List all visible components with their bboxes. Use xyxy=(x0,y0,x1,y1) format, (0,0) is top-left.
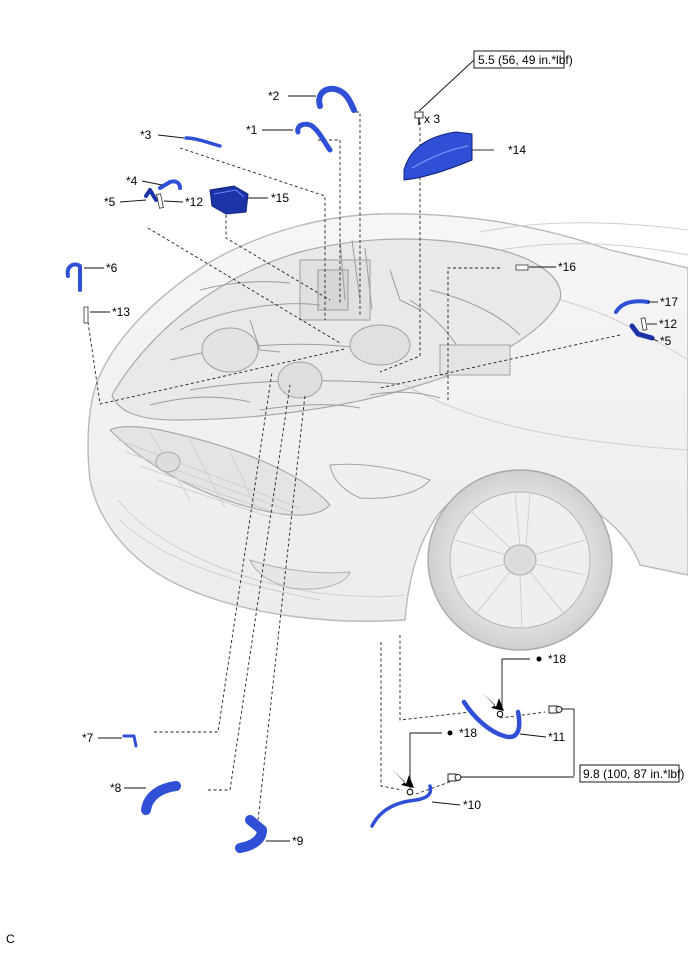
clip-5-left xyxy=(144,188,158,202)
parts xyxy=(65,85,655,853)
label-16: *16 xyxy=(558,260,576,274)
clip-5-right xyxy=(629,323,655,341)
label-9: *9 xyxy=(292,834,304,848)
arrow-lower xyxy=(393,770,414,788)
hose-9 xyxy=(235,815,267,853)
pin-13 xyxy=(83,306,89,324)
pin-12-left xyxy=(156,193,164,209)
hose-7 xyxy=(122,734,138,748)
label-17: *17 xyxy=(660,295,678,309)
torque-spec-bottom: 9.8 (100, 87 in.*lbf) xyxy=(579,764,684,783)
pin-12-right xyxy=(640,317,648,331)
emblem xyxy=(155,451,181,473)
label-12-right: *12 xyxy=(659,317,677,331)
torque-bottom-text: 9.8 (100, 87 in.*lbf) xyxy=(583,767,684,781)
label-3: *3 xyxy=(140,128,152,142)
union-bolt-upper xyxy=(548,705,563,714)
bolt-x3 xyxy=(414,111,424,125)
label-13: *13 xyxy=(112,305,130,319)
cover-14 xyxy=(403,131,473,181)
engine-components xyxy=(149,239,521,411)
label-7: *7 xyxy=(82,731,94,745)
gasket-upper xyxy=(496,710,504,718)
hose-4 xyxy=(158,179,182,190)
front-wheel xyxy=(427,469,613,651)
module-15 xyxy=(209,185,249,215)
label-4: *4 xyxy=(126,174,138,188)
bullet-18-upper xyxy=(536,656,542,662)
torque-top-text: 5.5 (56, 49 in.*lbf) xyxy=(478,53,573,67)
vehicle-illustration xyxy=(87,213,688,651)
label-14: *14 xyxy=(508,143,526,157)
corner-mark: C xyxy=(6,932,15,946)
label-10: *10 xyxy=(463,798,481,812)
dashed-leaders xyxy=(87,111,621,821)
union-bolt-lower xyxy=(447,773,462,782)
hose-6 xyxy=(65,262,82,292)
headlight xyxy=(329,463,431,499)
hose-3 xyxy=(184,136,222,148)
label-11: *11 xyxy=(548,730,565,744)
label-5-left: *5 xyxy=(104,195,116,209)
torque-spec-top: 5.5 (56, 49 in.*lbf) xyxy=(473,50,573,69)
hose-2 xyxy=(316,85,357,113)
label-18-upper: *18 xyxy=(548,652,566,666)
label-2: *2 xyxy=(268,89,280,103)
label-12-left: *12 xyxy=(185,195,203,209)
hose-17 xyxy=(614,299,650,314)
label-1: *1 xyxy=(246,123,258,137)
label-8: *8 xyxy=(110,781,122,795)
gasket-lower xyxy=(406,788,414,796)
bolt-quantity: x 3 xyxy=(424,112,440,126)
pipe-10 xyxy=(370,784,433,828)
label-15: *15 xyxy=(271,191,289,205)
label-18-lower: *18 xyxy=(459,726,477,740)
hose-1 xyxy=(295,121,333,153)
arrow-upper xyxy=(483,693,504,711)
pipe-11 xyxy=(461,699,522,740)
label-6: *6 xyxy=(106,261,118,275)
part-16 xyxy=(515,264,529,271)
label-5-right: *5 xyxy=(660,334,672,348)
callout-labels: *2 *1 *3 *4 *5 *12 *15 x 3 *14 *6 *13 *1… xyxy=(6,89,678,946)
fog-intake xyxy=(249,559,351,590)
hose-8 xyxy=(141,781,181,815)
front-grille xyxy=(108,426,331,516)
bullet-18-lower xyxy=(447,730,453,736)
